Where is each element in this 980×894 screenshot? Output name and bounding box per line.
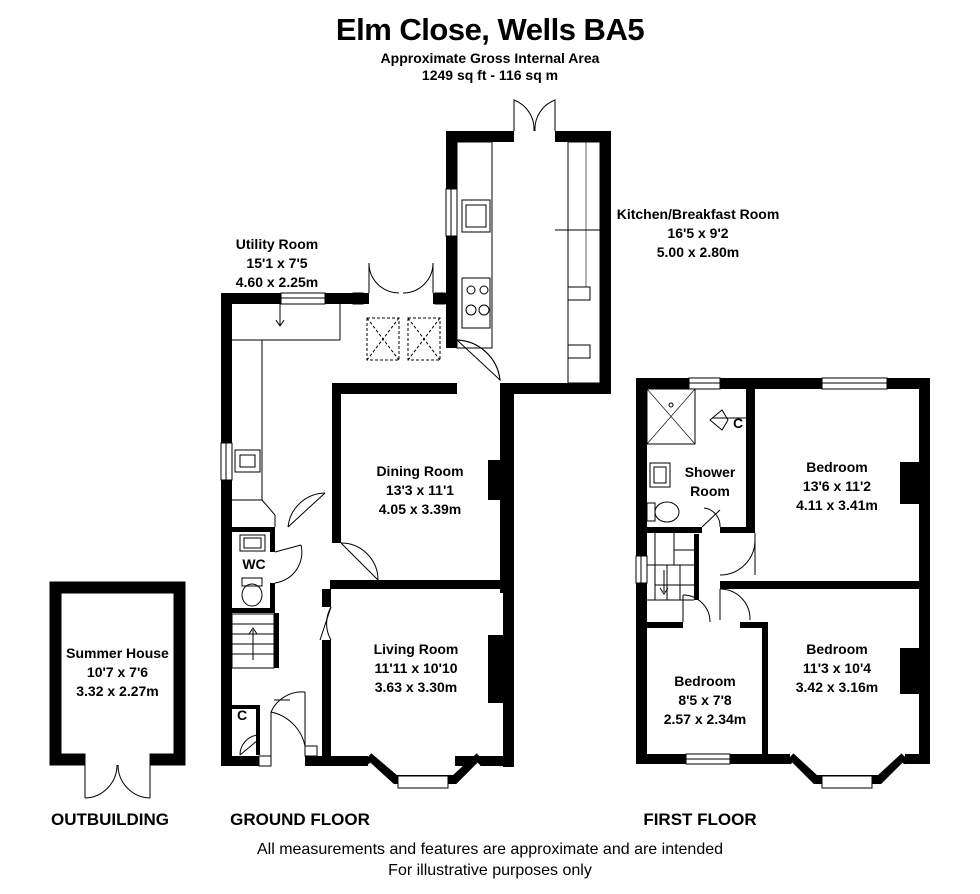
utility-label: Utility Room 15'1 x 7'5 4.60 x 2.25m (220, 235, 334, 292)
ground-cupboard-label: C (236, 707, 248, 723)
bedroom-3-label: Bedroom 8'5 x 7'8 2.57 x 2.34m (650, 672, 760, 729)
first-floor-windows (635, 377, 888, 765)
kitchen-metric: 5.00 x 2.80m (656, 244, 740, 260)
ground-floor-windows (220, 188, 458, 767)
utility-name: Utility Room (235, 236, 319, 252)
shower-room-line2: Room (690, 483, 730, 499)
first-floor-label: FIRST FLOOR (643, 810, 757, 829)
ground-stairs (231, 613, 275, 669)
dining-metric: 4.05 x 3.39m (378, 501, 462, 517)
bedroom-2-metric: 3.42 x 3.16m (795, 679, 879, 695)
area-value: 1249 sq ft - 116 sq m (421, 67, 559, 83)
dining-label: Dining Room 13'3 x 11'1 4.05 x 3.39m (362, 462, 478, 519)
area-label: Approximate Gross Internal Area (380, 50, 600, 66)
bedroom-1-imperial: 13'6 x 11'2 (802, 478, 872, 494)
wc-label: WC (242, 556, 266, 572)
bedroom-2-name: Bedroom (806, 641, 868, 657)
utility-imperial: 15'1 x 7'5 (246, 255, 308, 271)
living-imperial: 11'11 x 10'10 (374, 660, 458, 676)
utility-metric: 4.60 x 2.25m (235, 274, 319, 290)
summer-house-name: Summer House (66, 645, 169, 661)
disclaimer-line-2: For illustrative purposes only (388, 862, 592, 879)
shower-room-line1: Shower (684, 464, 736, 480)
wc-fixtures (239, 534, 266, 607)
summer-house-walls (49, 581, 186, 766)
bedroom-3-name: Bedroom (674, 673, 736, 689)
dining-imperial: 13'3 x 11'1 (385, 482, 455, 498)
living-label: Living Room 11'11 x 10'10 3.63 x 3.30m (358, 640, 474, 697)
first-floor-stairs (647, 533, 694, 601)
first-floor-walls (636, 378, 930, 764)
shower-room-fixtures (646, 388, 696, 523)
ground-floor-doors (239, 99, 556, 756)
summer-house-imperial: 10'7 x 7'6 (86, 664, 149, 680)
bedroom-1-name: Bedroom (806, 459, 868, 475)
bedroom-2-imperial: 11'3 x 10'4 (802, 660, 872, 676)
first-cupboard-label: C (732, 415, 744, 431)
bedroom-3-metric: 2.57 x 2.34m (663, 711, 747, 727)
kitchen-label: Kitchen/Breakfast Room 16'5 x 9'2 5.00 x… (613, 205, 783, 262)
living-bay-window (364, 753, 484, 789)
ground-floor-label: GROUND FLOOR (230, 810, 370, 829)
first-bay-window (786, 753, 909, 789)
outbuilding-floor-label: OUTBUILDING (50, 810, 170, 829)
living-metric: 3.63 x 3.30m (374, 679, 458, 695)
bedroom-1-label: Bedroom 13'6 x 11'2 4.11 x 3.41m (784, 458, 890, 515)
kitchen-imperial: 16'5 x 9'2 (667, 225, 729, 241)
first-floor-doors (682, 409, 756, 623)
summer-house-metric: 3.32 x 2.27m (76, 683, 159, 699)
bedroom-3-imperial: 8'5 x 7'8 (678, 692, 732, 708)
bedroom-1-metric: 4.11 x 3.41m (796, 497, 878, 513)
dining-name: Dining Room (376, 463, 464, 479)
kitchen-name: Kitchen/Breakfast Room (616, 206, 780, 222)
disclaimer-line-1: All measurements and features are approx… (256, 841, 724, 858)
shower-room-label: Shower Room (677, 463, 743, 501)
page-title: Elm Close, Wells BA5 (335, 12, 645, 47)
utility-fixtures (232, 292, 446, 527)
living-name: Living Room (373, 641, 459, 657)
kitchen-fixtures (456, 141, 610, 384)
bedroom-2-label: Bedroom 11'3 x 10'4 3.42 x 3.16m (784, 640, 890, 697)
summer-house-label: Summer House 10'7 x 7'6 3.32 x 2.27m (61, 644, 174, 701)
summer-house-french-doors (84, 764, 151, 799)
